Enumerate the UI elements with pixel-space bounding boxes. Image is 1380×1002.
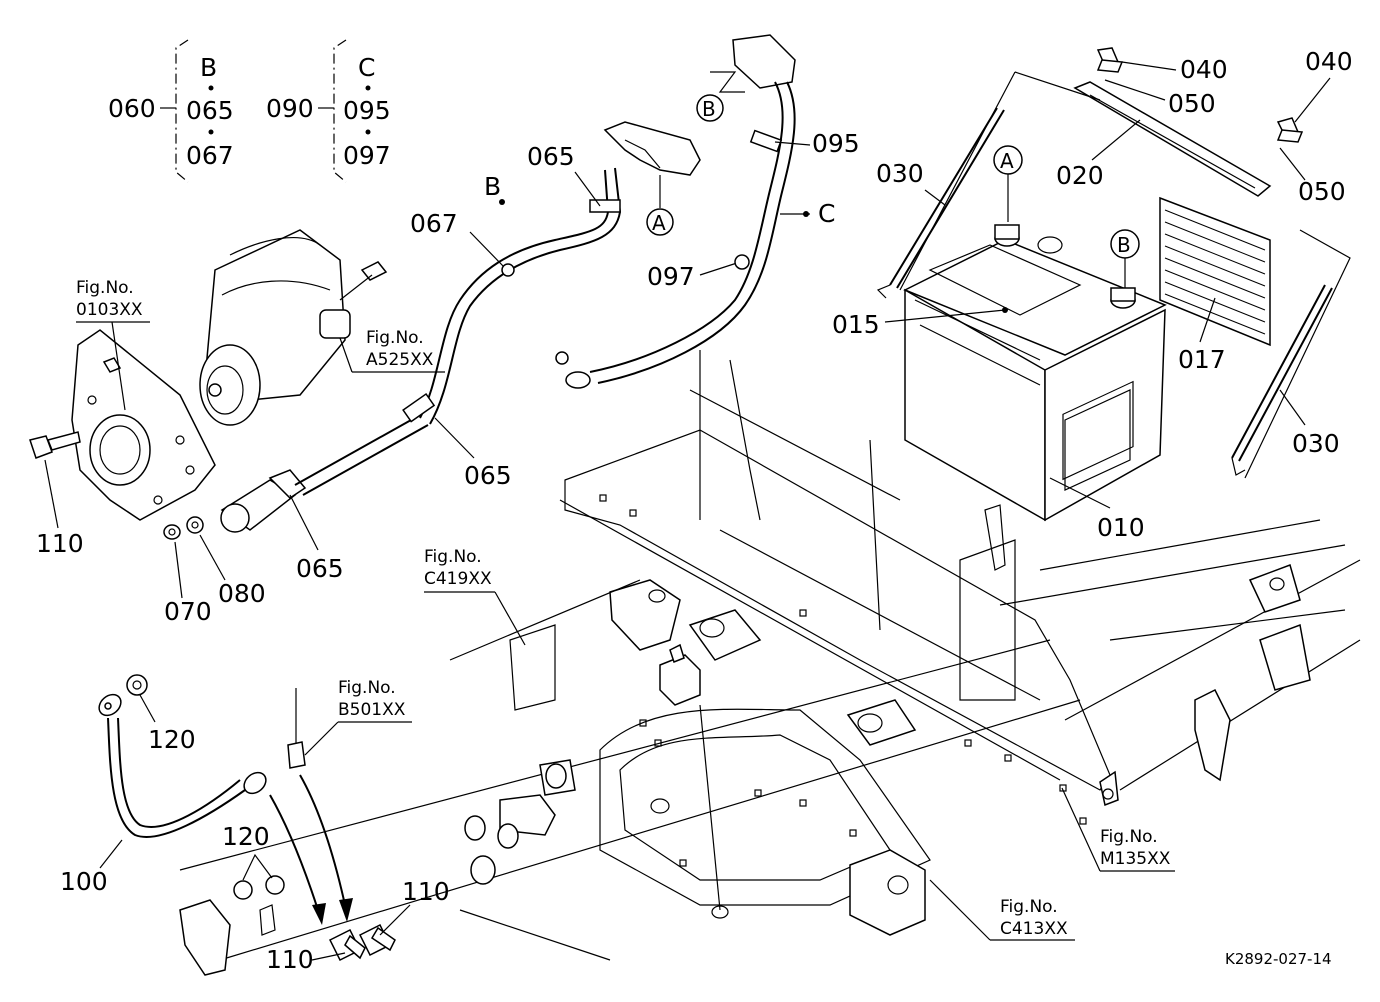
callout-097-legend: 097	[343, 141, 391, 170]
callout-050-right: 050	[1298, 177, 1346, 206]
callout-110-starter: 110	[36, 529, 84, 558]
starter-motor	[71, 229, 388, 521]
svg-text:Fig.No.: Fig.No.	[338, 678, 396, 698]
callout-097-cable: 097	[647, 262, 695, 291]
callout-020: 020	[1056, 161, 1104, 190]
callout-100: 100	[60, 867, 108, 896]
callout-010: 010	[1097, 513, 1145, 542]
circle-marker-B-cable: B	[696, 94, 724, 122]
svg-text:C413XX: C413XX	[1000, 919, 1068, 939]
svg-text:B: B	[1117, 233, 1131, 257]
chassis-frame	[179, 350, 1361, 976]
fig-ref-C419XX: Fig.No. C419XX	[424, 547, 526, 646]
bolt-110-starter	[29, 431, 81, 459]
callout-050-left: 050	[1168, 89, 1216, 118]
svg-text:B: B	[702, 97, 716, 121]
hold-rod-030-left	[876, 107, 1005, 299]
battery-hold-bar	[1073, 81, 1272, 197]
callout-015: 015	[832, 310, 880, 339]
battery-cable-C	[555, 34, 796, 389]
callout-065-lower: 065	[296, 554, 344, 583]
legend-letter-B: B	[200, 53, 217, 82]
circle-marker-B-battery: B	[1110, 229, 1140, 288]
callout-095-cable: 095	[812, 129, 860, 158]
svg-text:A: A	[1000, 149, 1014, 173]
svg-text:C419XX: C419XX	[424, 569, 492, 589]
wing-nut-040-left	[1096, 47, 1124, 73]
callout-017: 017	[1178, 345, 1226, 374]
svg-text:Fig.No.: Fig.No.	[1000, 897, 1058, 917]
circle-marker-A-battery: A	[993, 145, 1023, 222]
circle-marker-A-cable: A	[646, 175, 674, 236]
nuts-120-lower	[233, 875, 285, 900]
svg-text:B501XX: B501XX	[338, 700, 406, 720]
callout-110-lower-right: 110	[402, 877, 450, 906]
callout-040-right: 040	[1305, 47, 1353, 76]
svg-text:A525XX: A525XX	[366, 350, 434, 370]
callout-040-left: 040	[1180, 55, 1228, 84]
wing-nut-040-right	[1276, 117, 1304, 143]
fig-ref-A525XX: Fig.No. A525XX	[339, 328, 445, 373]
callout-065-upper: 065	[527, 142, 575, 171]
callout-065-mid: 065	[464, 461, 512, 490]
callout-095-legend: 095	[343, 96, 391, 125]
battery	[903, 224, 1167, 522]
fig-ref-B501XX: Fig.No. B501XX	[304, 678, 412, 756]
callout-080: 080	[218, 579, 266, 608]
callout-065-legend: 065	[186, 96, 234, 125]
battery-pad	[1159, 196, 1271, 347]
fig-ref-0103XX: Fig.No. 0103XX	[76, 278, 150, 411]
callout-067-cable: 067	[410, 209, 458, 238]
mark-C-label: C	[818, 199, 835, 228]
ground-cable-100	[98, 693, 267, 838]
svg-text:A: A	[652, 211, 666, 235]
legend-letter-C: C	[358, 53, 375, 82]
svg-text:Fig.No.: Fig.No.	[424, 547, 482, 567]
callout-070: 070	[164, 597, 212, 626]
legend-bracket-B: 060 B 065 067	[108, 39, 234, 183]
mark-B-label: B	[484, 172, 501, 201]
callout-120-lower: 120	[222, 822, 270, 851]
hold-rod-030-right	[1231, 284, 1333, 476]
starter-cable-boot	[220, 414, 429, 533]
legend-bracket-C: 090 C 095 097	[266, 39, 391, 183]
svg-text:0103XX: 0103XX	[76, 300, 143, 320]
fig-ref-M135XX: Fig.No. M135XX	[1061, 787, 1175, 872]
fig-ref-C413XX: Fig.No. C413XX	[929, 879, 1075, 941]
svg-text:Fig.No.: Fig.No.	[1100, 827, 1158, 847]
svg-text:M135XX: M135XX	[1100, 849, 1171, 869]
callout-030-right: 030	[1292, 429, 1340, 458]
callout-030-left: 030	[876, 159, 924, 188]
callout-120-upper: 120	[148, 725, 196, 754]
callout-060: 060	[108, 94, 156, 123]
nut-120-upper	[126, 674, 148, 696]
drawing-code: K2892-027-14	[1225, 950, 1332, 968]
callout-110-lower-left: 110	[266, 945, 314, 974]
washers-070-080	[163, 516, 204, 540]
callout-067-legend: 067	[186, 141, 234, 170]
callout-090: 090	[266, 94, 314, 123]
svg-text:Fig.No.: Fig.No.	[366, 328, 424, 348]
svg-text:Fig.No.: Fig.No.	[76, 278, 134, 298]
